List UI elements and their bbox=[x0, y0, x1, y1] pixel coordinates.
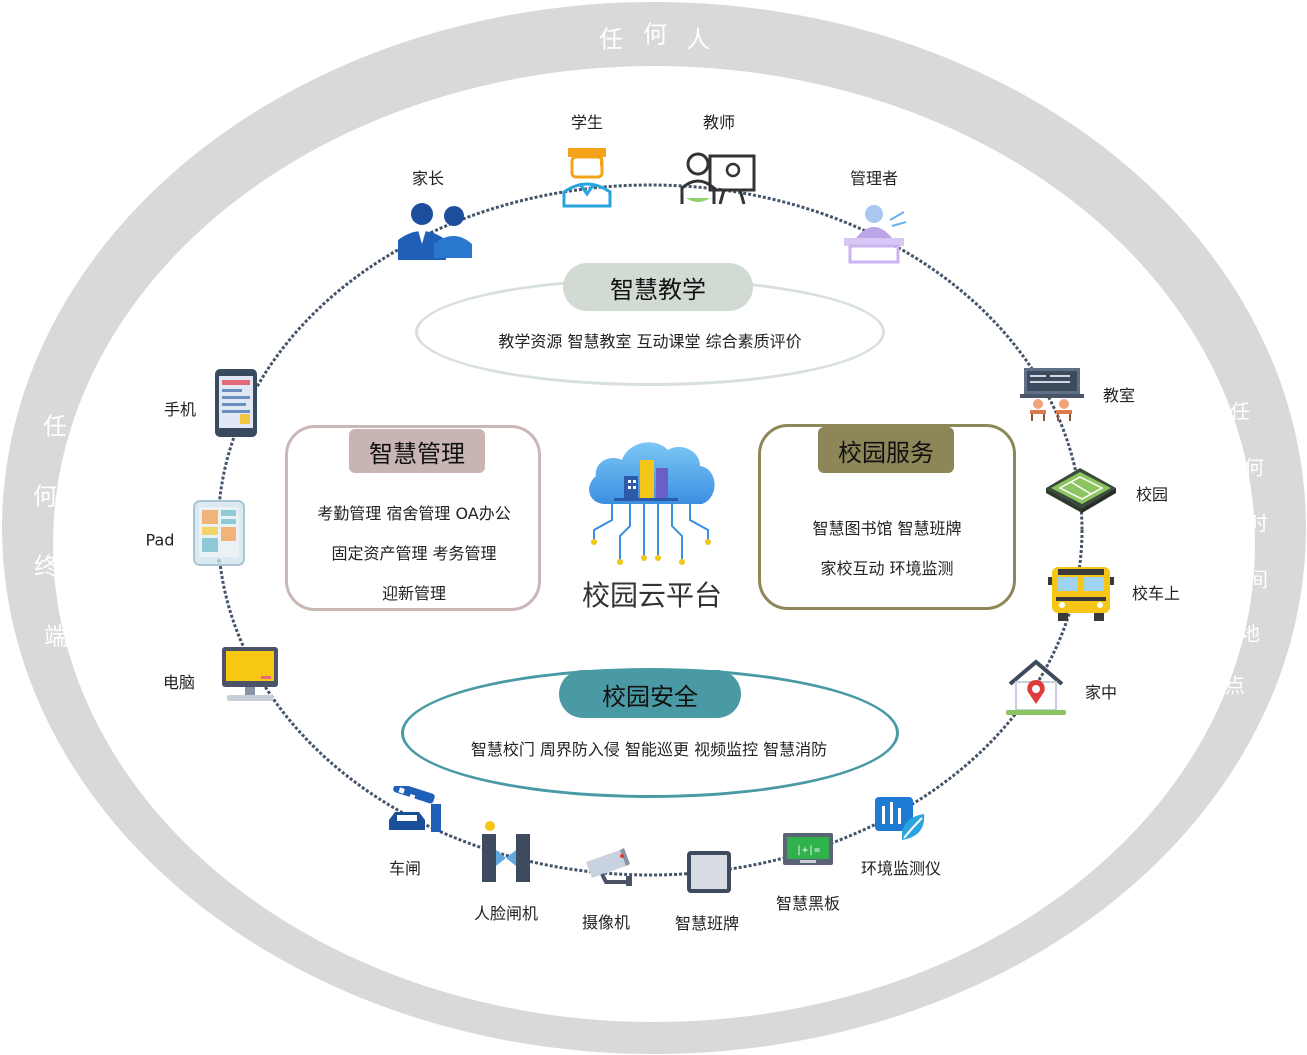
management-line-1: 考勤管理 宿舍管理 OA办公 bbox=[317, 504, 511, 523]
ring-top-char-2: 何 bbox=[643, 20, 667, 49]
bus-label: 校车上 bbox=[1131, 584, 1181, 603]
ring-right-char-4: 间 bbox=[1248, 567, 1268, 592]
board-sign-label: 智慧班牌 bbox=[674, 914, 740, 933]
phone-label: 手机 bbox=[163, 400, 197, 419]
pc-label: 电脑 bbox=[162, 673, 196, 692]
management-line-2: 固定资产管理 考务管理 bbox=[331, 544, 497, 563]
cloud-platform-icon bbox=[589, 442, 715, 565]
blackboard-label: 智慧黑板 bbox=[775, 894, 841, 913]
pad-label: Pad bbox=[145, 530, 175, 550]
teacher-label: 教师 bbox=[702, 113, 736, 132]
security-ellipse bbox=[401, 668, 899, 798]
board-sign-icon bbox=[687, 851, 731, 893]
face-gate-icon bbox=[482, 821, 530, 882]
security-title: 校园安全 bbox=[559, 670, 741, 718]
ring-right-char-3: 时 bbox=[1248, 511, 1268, 536]
env-monitor-label: 环境监测仪 bbox=[860, 859, 942, 878]
pc-icon bbox=[222, 647, 278, 701]
ring-right-char-2: 何 bbox=[1244, 455, 1264, 480]
campus-label: 校园 bbox=[1135, 485, 1169, 504]
ring-left-char-3: 终 bbox=[34, 552, 58, 581]
service-line-2: 家校互动 环境监测 bbox=[820, 559, 954, 578]
camera-icon bbox=[586, 848, 632, 886]
phone-icon bbox=[215, 369, 257, 437]
ring-right-char-6: 点 bbox=[1225, 673, 1245, 698]
ring-left-char-1: 任 bbox=[43, 412, 67, 441]
school-bus-icon bbox=[1048, 567, 1114, 621]
security-items: 智慧校门 周界防入侵 智能巡更 视频监控 智慧消防 bbox=[470, 740, 828, 759]
teaching-title: 智慧教学 bbox=[563, 263, 753, 311]
ring-top-char-3: 人 bbox=[686, 25, 710, 54]
blackboard-icon: |+|= bbox=[783, 833, 833, 865]
svg-text:|+|=: |+|= bbox=[796, 845, 820, 856]
classroom-icon bbox=[1020, 368, 1084, 421]
car-gate-icon bbox=[389, 786, 441, 832]
campus-icon bbox=[1046, 468, 1116, 513]
ring-left-char-2: 何 bbox=[33, 482, 57, 511]
camera-label: 摄像机 bbox=[581, 913, 631, 932]
face-gate-label: 人脸闸机 bbox=[473, 904, 539, 923]
student-icon bbox=[562, 148, 612, 208]
service-title: 校园服务 bbox=[818, 427, 954, 473]
admin-icon bbox=[844, 205, 907, 264]
platform-label: 校园云平台 bbox=[581, 579, 723, 612]
ring-right-char-1: 任 bbox=[1230, 399, 1250, 424]
student-label: 学生 bbox=[570, 113, 604, 132]
parent-icon bbox=[398, 203, 472, 260]
gate-label: 车闸 bbox=[388, 859, 422, 878]
management-line-3: 迎新管理 bbox=[381, 584, 447, 603]
classroom-label: 教室 bbox=[1102, 386, 1136, 405]
home-icon bbox=[1006, 659, 1066, 715]
home-label: 家中 bbox=[1084, 683, 1118, 702]
ring-right-char-5: 地 bbox=[1240, 621, 1260, 646]
teacher-icon bbox=[680, 152, 756, 205]
pad-icon bbox=[193, 500, 245, 566]
service-line-1: 智慧图书馆 智慧班牌 bbox=[812, 519, 962, 538]
admin-label: 管理者 bbox=[849, 169, 899, 188]
management-title: 智慧管理 bbox=[349, 429, 485, 473]
env-monitor-icon bbox=[875, 797, 925, 840]
parent-label: 家长 bbox=[411, 169, 445, 188]
ring-top-char-1: 任 bbox=[599, 25, 623, 54]
ring-left-char-4: 端 bbox=[44, 622, 68, 651]
dashed-orbit bbox=[216, 183, 1084, 877]
teaching-items: 教学资源 智慧教室 互动课堂 综合素质评价 bbox=[498, 332, 802, 351]
